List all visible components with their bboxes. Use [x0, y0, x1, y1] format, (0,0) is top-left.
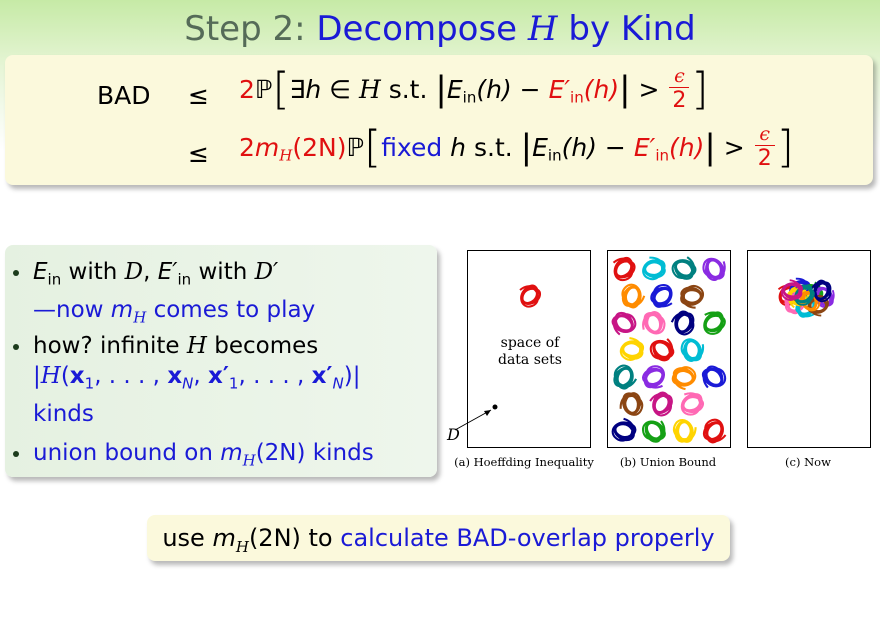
scribble [680, 284, 704, 309]
bad-label: BAD [97, 81, 151, 110]
scribble [670, 310, 695, 336]
caption-now: (c) Now [785, 455, 831, 469]
conclusion-box: use mH(2N) to calculate BAD-overlap prop… [147, 515, 730, 561]
scribble [671, 366, 697, 391]
scribble [649, 391, 673, 417]
leq-1: ≤ [188, 81, 209, 110]
bullet-list: Ein with D, E′in with D′ —now mH comes t… [5, 245, 437, 477]
scribble [619, 392, 644, 416]
scribble [642, 311, 666, 335]
union-bound-drawing [611, 256, 727, 444]
hoeffding-drawing [519, 284, 542, 308]
panel-union-bound [607, 250, 731, 448]
panel-hoeffding: space of data sets [467, 250, 591, 448]
title-prefix: Step 2: [184, 9, 317, 49]
bullet-1: Ein with D, E′in with D′ —now mH comes t… [13, 257, 315, 332]
scribble [649, 338, 675, 362]
scribble [799, 290, 821, 312]
scribble [702, 418, 727, 444]
formula-line-1: BAD ≤ 2ℙ[∃h ∈ H s.t. |Ein(h) − E′in(h)| … [97, 63, 709, 115]
scribble [611, 417, 637, 442]
title-hypothesis-symbol: H [527, 9, 558, 49]
scribble [701, 365, 727, 389]
formula-line-2: ≤ 2mH(2N)ℙ[fixed h s.t. |Ein(h) − E′in(h… [188, 121, 794, 173]
dataset-label: D [447, 425, 460, 444]
scribble [650, 284, 673, 308]
bullet-dot [13, 344, 19, 350]
leq-2: ≤ [188, 139, 209, 168]
scribble [611, 311, 637, 336]
title-highlight-b: by Kind [557, 9, 696, 49]
scribble [621, 283, 646, 309]
now-drawing [777, 277, 835, 318]
caption-union-bound: (b) Union Bound [619, 455, 717, 469]
scribble [613, 364, 638, 390]
scribble [642, 256, 666, 281]
bullet-2: how? infinite H becomes |H(x1, . . . , x… [13, 331, 360, 429]
scribble [703, 311, 726, 335]
scribble-red [519, 284, 542, 308]
scribble [702, 257, 726, 281]
caption-hoeffding: (a) Hoeffding Inequality [454, 455, 594, 469]
conclusion-highlight: calculate BAD-overlap properly [340, 524, 715, 552]
scribble [672, 419, 697, 443]
coef-2: 2 [239, 75, 255, 104]
panel-now [747, 250, 871, 448]
prob-symbol: ℙ [254, 75, 273, 104]
space-of-data-sets-label: space of data sets [497, 335, 562, 368]
bullet-3: union bound on mH(2N) kinds [13, 438, 374, 476]
title-highlight-a: Decompose [316, 9, 528, 49]
scribble [680, 392, 704, 416]
scribble [642, 420, 666, 443]
scribble [612, 257, 636, 282]
bullet-dot [13, 451, 19, 457]
scribble [671, 256, 697, 280]
scribble [680, 338, 704, 362]
fixed-word: fixed [381, 133, 443, 162]
scribble [781, 279, 803, 301]
scribble [810, 279, 832, 303]
scribble [619, 336, 645, 361]
formula-box: BAD ≤ 2ℙ[∃h ∈ H s.t. |Ein(h) − E′in(h)| … [5, 55, 873, 185]
dataset-arrow [454, 404, 498, 431]
exists-symbol: ∃ [289, 75, 306, 104]
scribble [642, 365, 665, 389]
page-title: Step 2: Decompose H by Kind [0, 8, 880, 50]
bullet-dot [13, 270, 19, 276]
